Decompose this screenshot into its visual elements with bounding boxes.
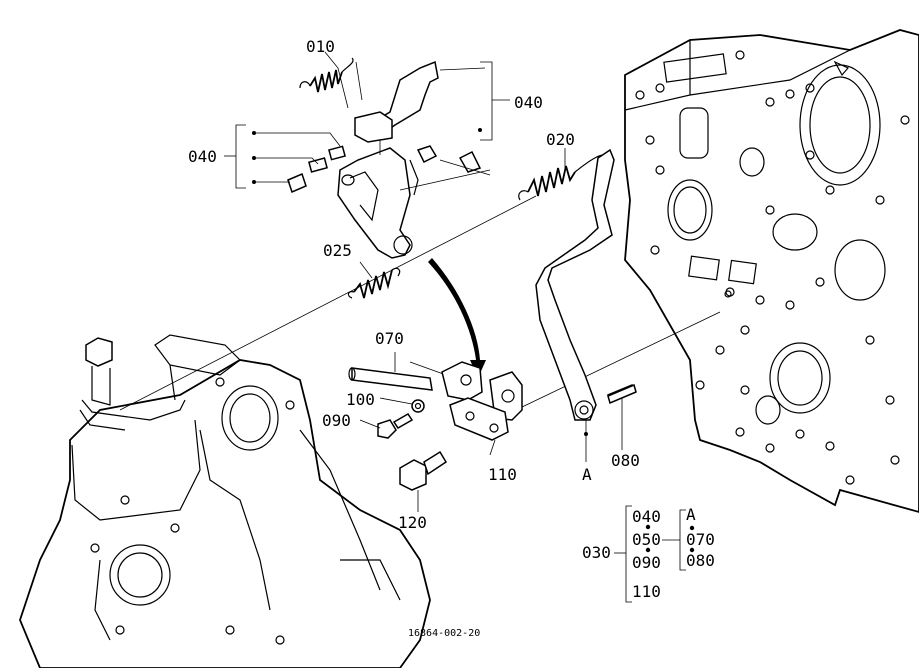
figure-code: 16864-002-20 bbox=[408, 628, 480, 639]
washer-100 bbox=[411, 399, 425, 413]
engine-block-housing bbox=[624, 29, 919, 513]
spring-010 bbox=[299, 57, 363, 101]
speed-control-lever bbox=[535, 148, 732, 421]
label-100: 100 bbox=[346, 390, 375, 409]
pin-070 bbox=[348, 367, 433, 391]
label-120: 120 bbox=[398, 513, 427, 532]
legend-col2-header: A bbox=[686, 505, 696, 524]
legend-col2-item: 080 bbox=[686, 551, 715, 570]
assembly-legend: 030 040 050 090 110 A 070 080 bbox=[582, 505, 715, 603]
gear-case-housing bbox=[19, 334, 431, 668]
bracket-110 bbox=[441, 361, 523, 441]
label-040-top: 040 bbox=[514, 93, 543, 112]
label-010: 010 bbox=[306, 37, 335, 56]
spring-025 bbox=[347, 267, 401, 299]
legend-col1-item: 090 bbox=[632, 553, 661, 572]
bolt-120 bbox=[399, 450, 448, 491]
label-025: 025 bbox=[323, 241, 352, 260]
legend-col1-item: 110 bbox=[632, 582, 661, 601]
leader-lines bbox=[224, 51, 623, 512]
leader-dots bbox=[252, 128, 588, 436]
governor-fork-lever bbox=[337, 60, 439, 259]
legend-col1-item: 040 bbox=[632, 507, 661, 526]
label-point-a: A bbox=[582, 465, 592, 484]
label-070: 070 bbox=[375, 329, 404, 348]
legend-col1-item: 050 bbox=[632, 530, 661, 549]
label-080: 080 bbox=[611, 451, 640, 470]
label-040-left: 040 bbox=[188, 147, 217, 166]
label-090: 090 bbox=[322, 411, 351, 430]
label-020: 020 bbox=[546, 130, 575, 149]
assembly-arrow bbox=[428, 258, 486, 378]
label-110: 110 bbox=[488, 465, 517, 484]
pin-080 bbox=[607, 383, 637, 405]
legend-assembly-number: 030 bbox=[582, 543, 611, 562]
bolt-090 bbox=[377, 413, 414, 439]
lever-small-parts bbox=[287, 145, 491, 194]
legend-col2-item: 070 bbox=[686, 530, 715, 549]
